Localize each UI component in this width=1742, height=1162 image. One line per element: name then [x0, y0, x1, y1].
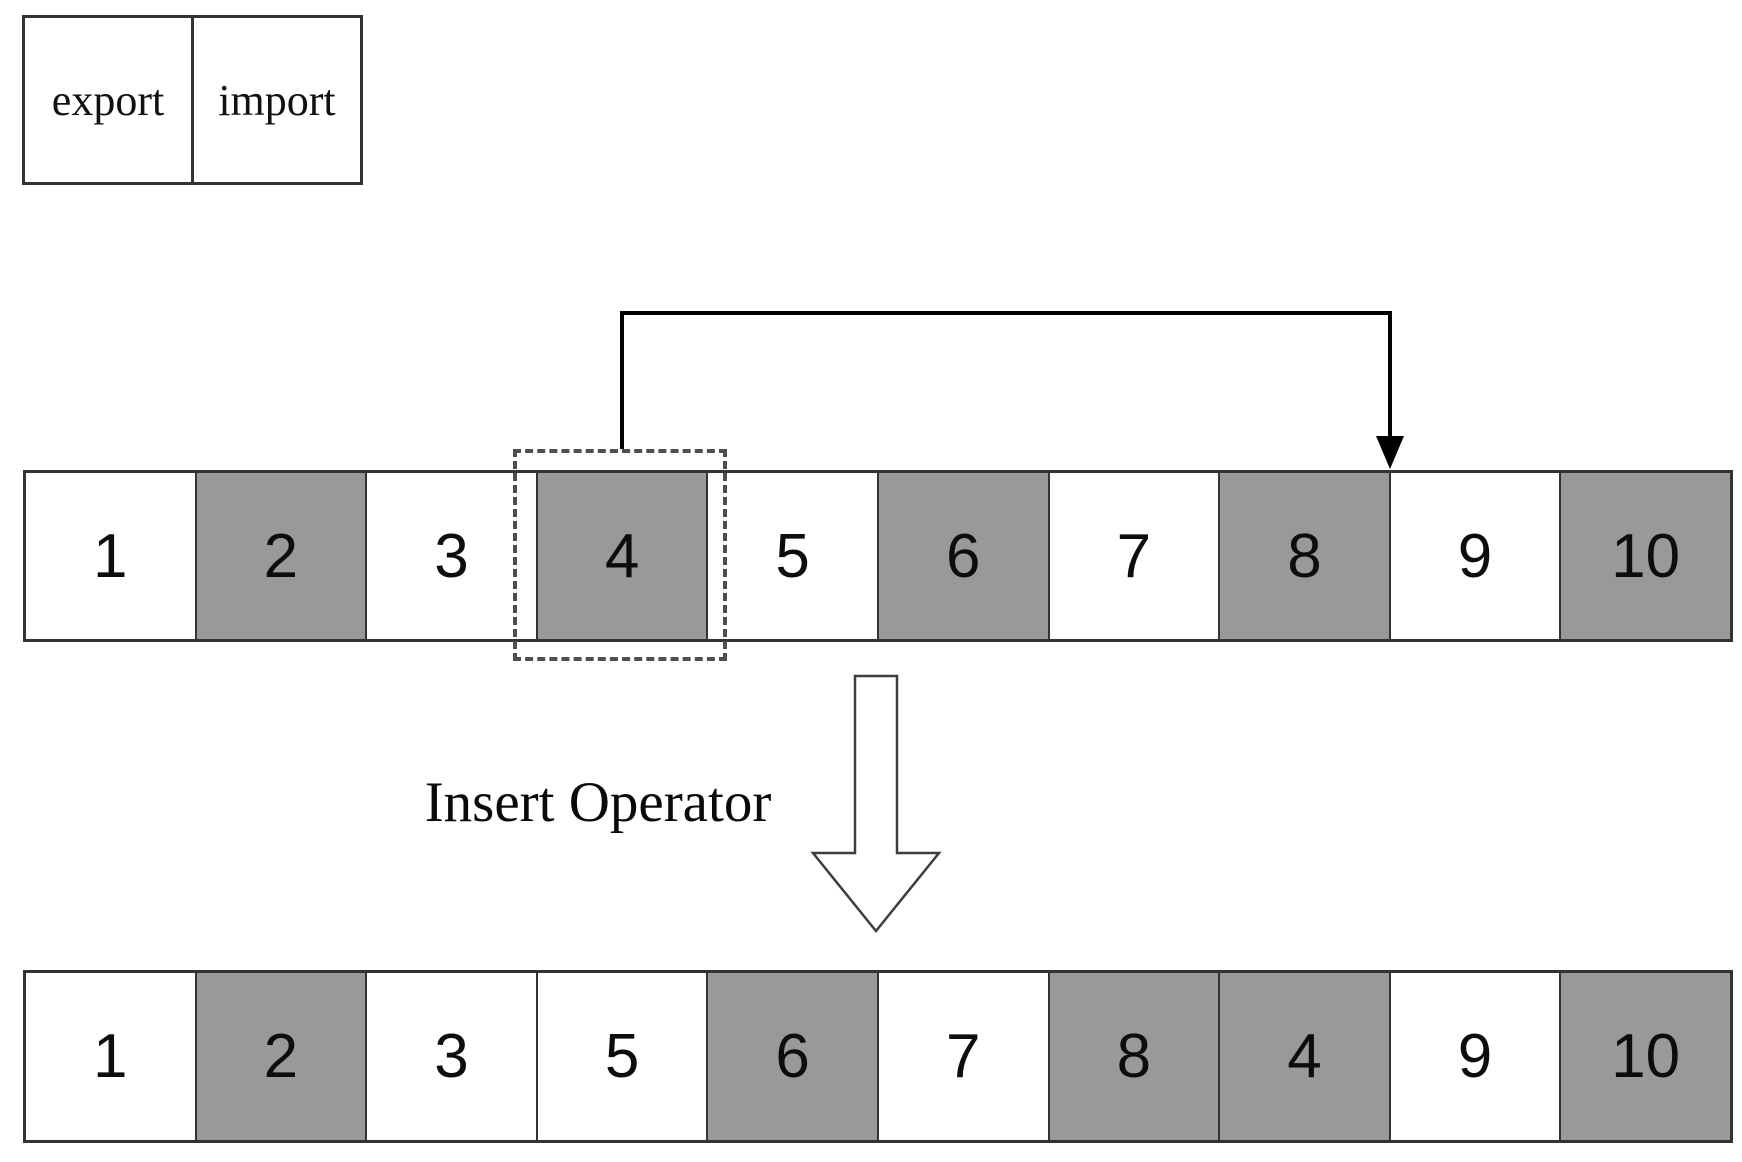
sequence-cell-8: 8: [1047, 973, 1219, 1140]
sequence-cell-1: 1: [26, 973, 195, 1140]
sequence-cell-10: 10: [1559, 473, 1730, 639]
insert-position-arrowhead-icon: [1376, 436, 1404, 469]
insert-position-arrow-line: [620, 311, 1392, 449]
sequence-cell-5: 5: [706, 473, 877, 639]
sequence-cell-8: 8: [1218, 473, 1389, 639]
sequence-cell-3: 3: [365, 473, 536, 639]
sequence-cell-10: 10: [1559, 973, 1730, 1140]
sequence-cell-1: 1: [26, 473, 195, 639]
selected-cell-outline: [513, 449, 727, 661]
legend-import-cell: import: [191, 18, 360, 182]
legend: export import: [22, 15, 363, 185]
sequence-cell-9: 9: [1388, 473, 1560, 639]
sequence-cell-9: 9: [1388, 973, 1560, 1140]
legend-export-cell: export: [51, 75, 165, 125]
sequence-cell-7: 7: [1047, 473, 1219, 639]
sequence-cell-4: 4: [535, 473, 707, 639]
sequence-cell-5: 5: [535, 973, 707, 1140]
sequence-cell-2: 2: [194, 973, 366, 1140]
sequence-cell-2: 2: [194, 473, 366, 639]
sequence-cell-6: 6: [876, 473, 1048, 639]
sequence-cell-7: 7: [876, 973, 1048, 1140]
operator-label: Insert Operator: [424, 771, 772, 834]
sequence-cell-6: 6: [706, 973, 877, 1140]
sequence-cell-3: 3: [365, 973, 536, 1140]
sequence-cell-4: 4: [1218, 973, 1389, 1140]
